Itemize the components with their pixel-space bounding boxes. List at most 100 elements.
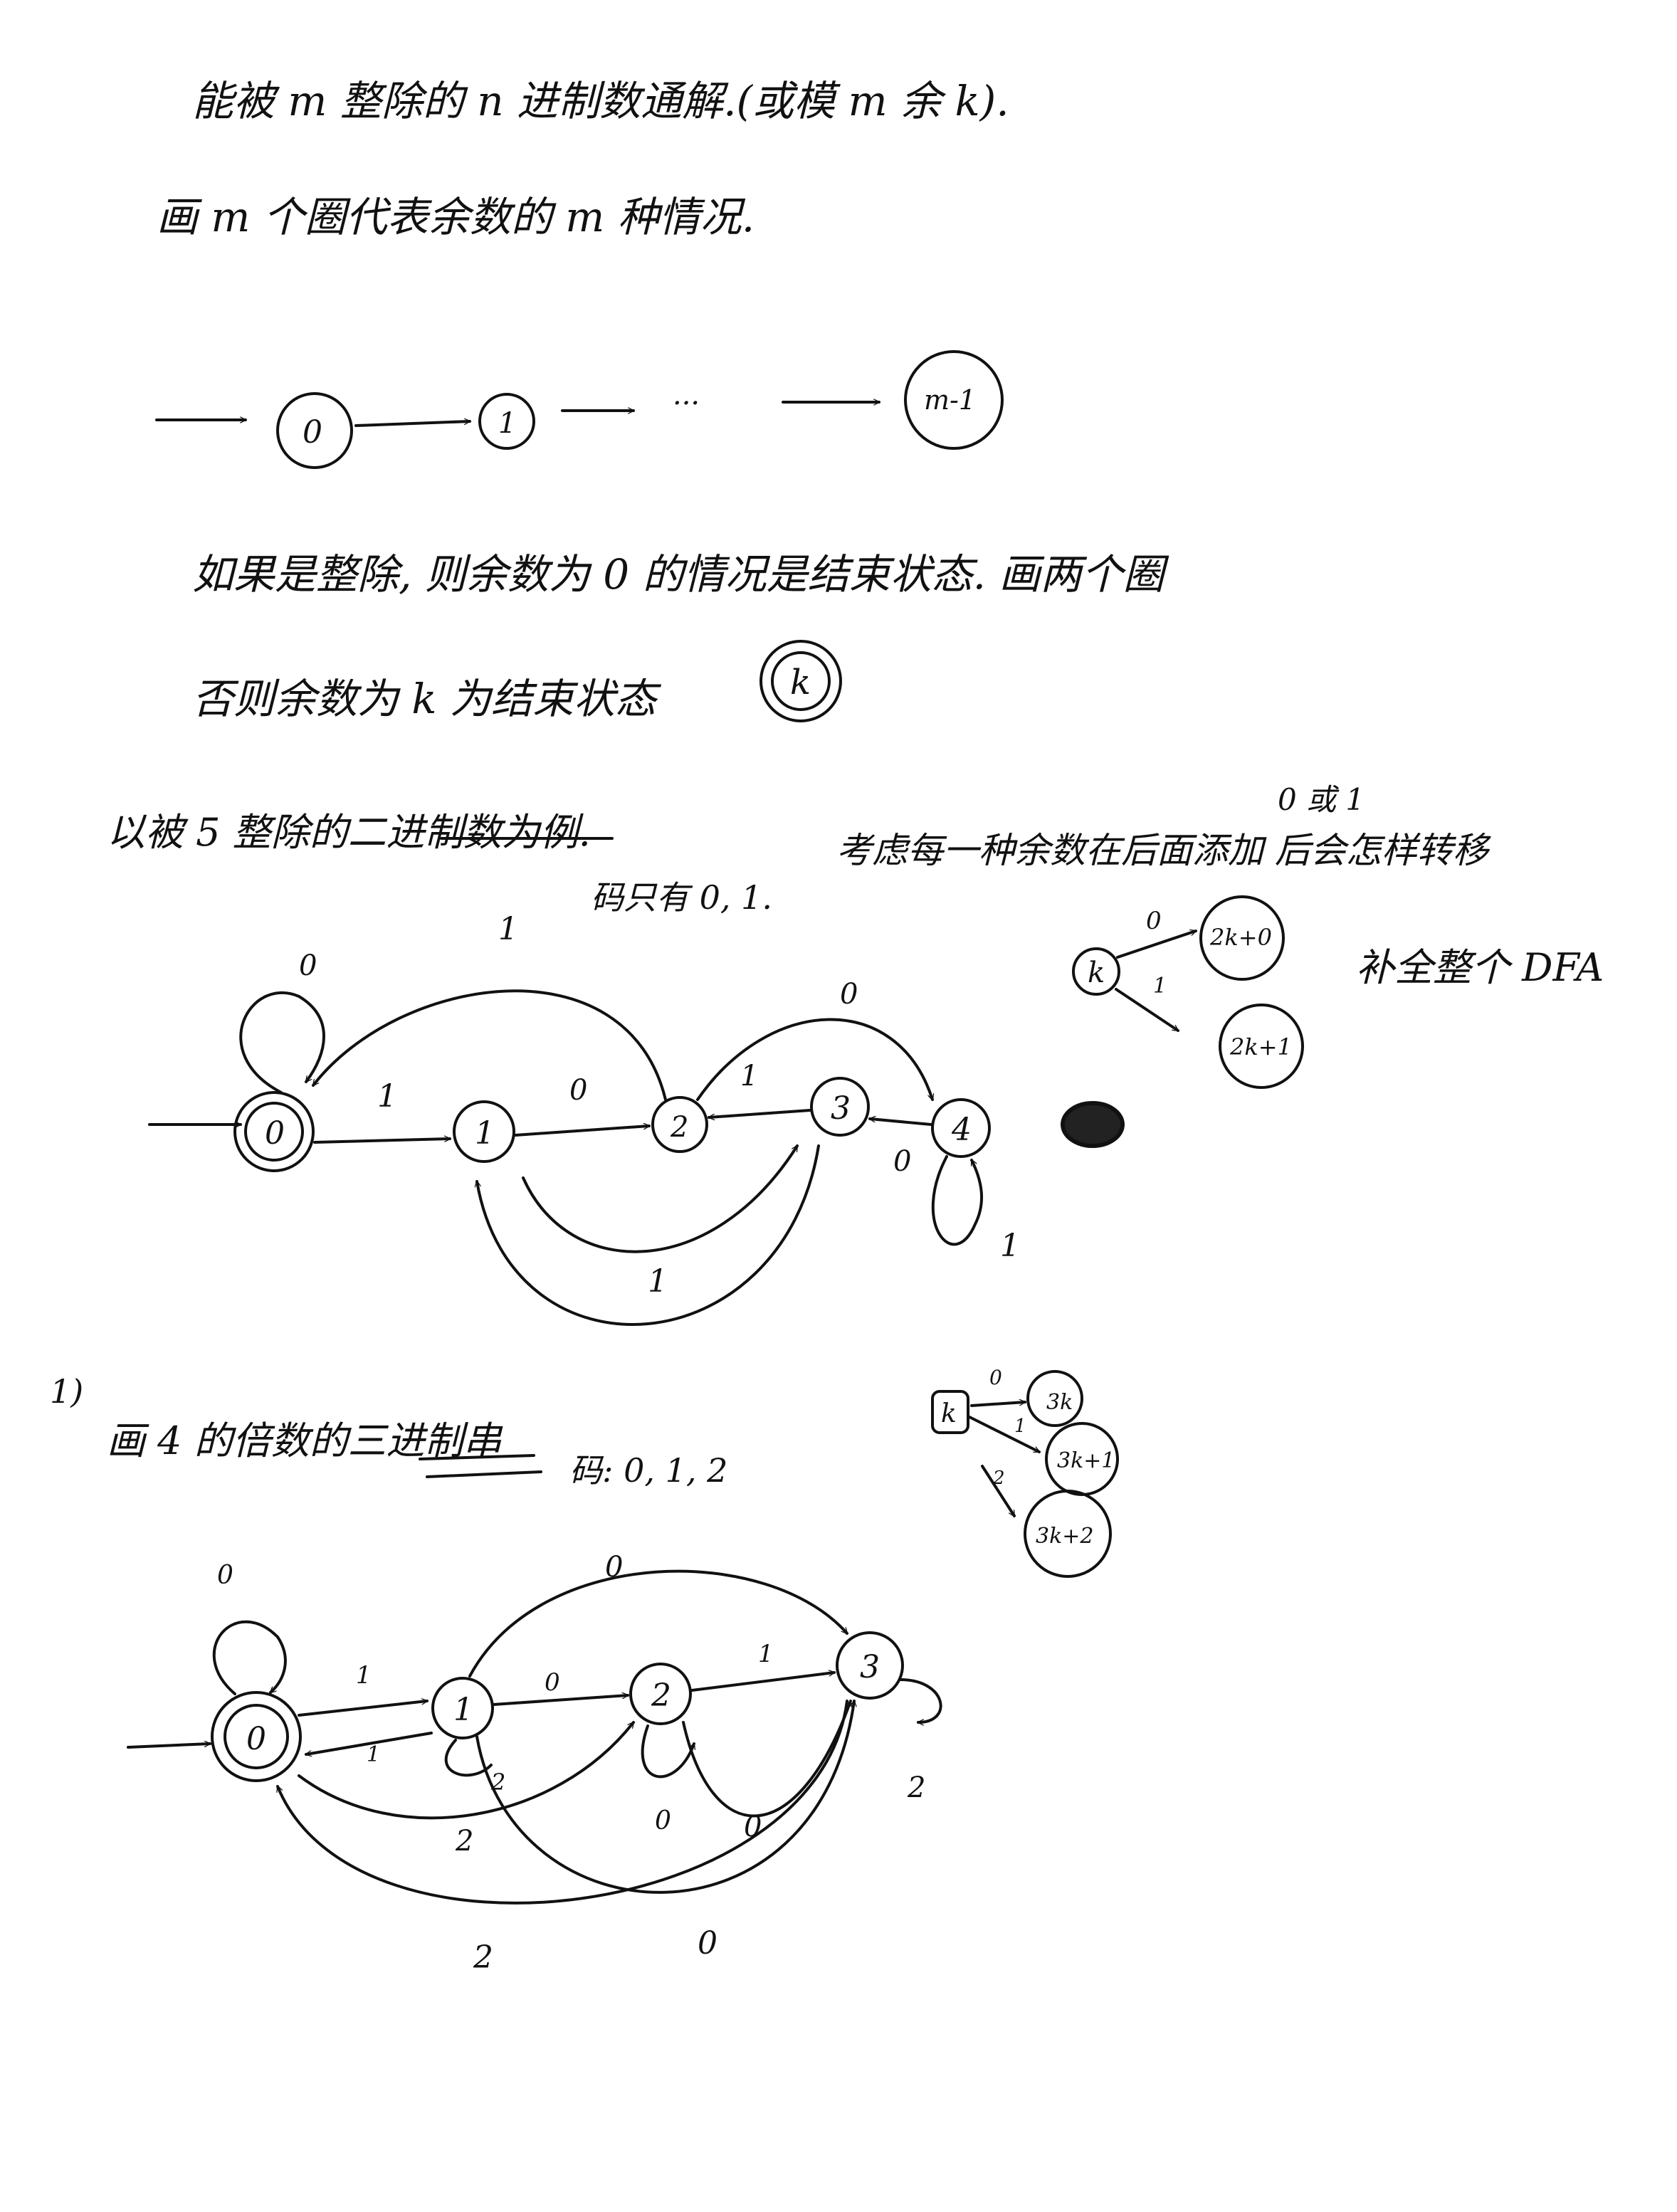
dfa1-edge-label-2-0: 1 <box>498 911 518 947</box>
note-draw-m-circles: 画 m 个圈代表余数的 m 种情况. <box>157 193 755 241</box>
dfa-ternary-div4 <box>127 1569 942 1905</box>
dfa2-edge-0-0 <box>212 1620 287 1695</box>
dfa2-state-0-inner <box>224 1704 289 1769</box>
dfa1-edge-label-4-4: 1 <box>1000 1228 1020 1264</box>
dfa2-edge-label-2-3: 1 <box>758 1640 774 1668</box>
note-ternary-div4: 画 4 的倍数的三进制串 <box>107 1418 502 1463</box>
dfa2-state-0-outer <box>211 1691 302 1782</box>
dfa1-edge-0-0 <box>239 991 325 1094</box>
chain-label-m-1: m-1 <box>924 384 976 416</box>
dfa1-edge-label-2-4: 0 <box>840 978 858 1011</box>
dfa1-edge-label-4-3: 0 <box>893 1145 911 1178</box>
note-complete-dfa: 补全整个 DFA <box>1356 945 1604 990</box>
dfa1-state-label-1: 1 <box>475 1115 495 1152</box>
dfa2-state-3 <box>836 1631 904 1700</box>
note-alphabet-ternary: 码: 0, 1, 2 <box>569 1451 728 1490</box>
dfa2-edge-1-1 <box>444 1739 493 1777</box>
dfa2-edge-label-0-2: 2 <box>455 1825 473 1858</box>
dfa2-state-label-2: 2 <box>651 1678 671 1714</box>
dfa1-state-2 <box>651 1096 708 1153</box>
mini1-edge-label-1: 1 <box>1153 974 1167 999</box>
dfa2-edge-2-3b <box>682 1701 851 1818</box>
dfa1-state-0-inner <box>244 1102 304 1162</box>
mini2-arrow-2 <box>981 1465 1016 1517</box>
dfa1-edge-3-1 <box>477 1144 820 1326</box>
mini2-target-3k2 <box>1024 1490 1112 1578</box>
mini-transition-binary <box>1072 895 1304 1089</box>
dfa2-edge-1-0 <box>305 1732 433 1754</box>
note-binary-div5-example: 以被 5 整除的二进制数为例. <box>107 810 591 855</box>
dfa1-state-4 <box>931 1098 991 1158</box>
dfa1-state-label-0: 0 <box>265 1115 285 1152</box>
mini-transition-ternary <box>931 1370 1119 1578</box>
dfa2-edge-label-1-3b: 0 <box>698 1925 717 1961</box>
chain-state-1 <box>478 393 535 450</box>
underline-ternary <box>419 1454 542 1478</box>
note-consider-transitions: 考虑每一种余数在后面添加 后会怎样转移 <box>836 830 1488 871</box>
mini2-state-k <box>931 1390 969 1434</box>
mini2-target-label-3k1: 3k+1 <box>1057 1448 1115 1473</box>
dfa2-state-2 <box>629 1663 692 1725</box>
dfa2-edge-label-3-0: 2 <box>473 1939 493 1976</box>
dfa1-state-0-outer <box>233 1091 315 1172</box>
mini2-edge-label-2: 2 <box>992 1468 1005 1489</box>
dfa1-edge-label-0-1: 1 <box>377 1078 397 1115</box>
dfa2-edge-1-3b <box>475 1700 854 1894</box>
dfa1-edge-3-2 <box>708 1109 811 1117</box>
note-0-or-1: 0 或 1 <box>1278 782 1365 817</box>
chain-arrow-0-1 <box>354 421 471 427</box>
mini1-target-label-2k1: 2k+1 <box>1229 1033 1292 1060</box>
dfa1-edge-4-4 <box>931 1155 984 1246</box>
scribble-mark <box>1061 1101 1125 1148</box>
mini1-label-k: k <box>1088 957 1105 989</box>
dfa1-state-label-2: 2 <box>670 1111 688 1144</box>
mini2-edge-label-0: 0 <box>989 1366 1002 1389</box>
mini1-target-2k1 <box>1219 1004 1304 1089</box>
dfa1-edge-2-0 <box>312 989 667 1101</box>
dfa1-edge-label-3-2: 1 <box>740 1060 758 1092</box>
dfa2-edge-label-1-3: 0 <box>605 1551 623 1584</box>
dfa1-state-label-3: 3 <box>831 1090 851 1127</box>
note-title: 能被 m 整除的 n 进制数通解.(或模 m 余 k). <box>192 77 1009 125</box>
dfa2-edge-label-0-1: 1 <box>356 1661 372 1690</box>
dfa2-edge-1-2 <box>492 1695 629 1706</box>
note-exercise-number: 1) <box>50 1372 84 1411</box>
dfa1-edge-label-1-2: 0 <box>569 1074 587 1107</box>
mini2-target-3k <box>1026 1370 1083 1427</box>
accept-state-k <box>759 640 842 722</box>
dfa2-edge-label-2-2: 0 <box>655 1806 671 1836</box>
dfa2-edge-3-3 <box>899 1678 942 1722</box>
dfa2-edge-label-3-3: 2 <box>907 1771 925 1804</box>
chain-label-1: 1 <box>498 407 516 440</box>
mini2-arrow-0 <box>970 1402 1026 1407</box>
state-chain-diagram <box>155 350 1004 469</box>
dfa1-state-1 <box>453 1100 515 1163</box>
diagram-labels: 0 1 ··· m-1 k k 0 1 2k+0 2k+1 0 1 2 3 4 … <box>217 384 1292 1976</box>
dfa1-edge-label-0-0: 0 <box>299 949 317 982</box>
dfa2-edge-label-1-2: 0 <box>545 1668 560 1697</box>
accept-label-k: k <box>790 663 811 702</box>
dfa2-edge-0-1 <box>298 1701 429 1717</box>
dfa1-edge-1-2 <box>514 1126 651 1137</box>
mini1-edge-label-0: 0 <box>1146 907 1162 935</box>
mini2-target-label-3k2: 3k+2 <box>1036 1524 1094 1549</box>
mini2-arrow-1 <box>967 1415 1039 1453</box>
mini2-label-k: k <box>941 1399 957 1428</box>
mini1-target-label-2k: 2k+0 <box>1209 924 1272 951</box>
mini2-target-label-3k: 3k <box>1046 1390 1073 1415</box>
dfa2-edge-label-2-3b: 0 <box>744 1811 762 1843</box>
dfa2-edge-1-3 <box>468 1569 848 1678</box>
note-divisible-case: 如果是整除, 则余数为 0 的情况是结束状态. 画两个圈 <box>192 550 1165 599</box>
chain-ellipsis: ··· <box>673 387 700 420</box>
dfa2-edge-label-1-0: 1 <box>367 1742 380 1767</box>
dfa1-state-label-4: 4 <box>951 1112 972 1148</box>
note-remainder-k-case: 否则余数为 k 为结束状态 <box>192 675 657 723</box>
chain-label-0: 0 <box>303 414 322 451</box>
dfa2-edge-label-1-1: 2 <box>490 1769 505 1796</box>
dfa2-edge-2-2 <box>641 1724 694 1779</box>
dfa1-edge-1-3 <box>522 1144 799 1253</box>
dfa2-start-arrow <box>127 1744 211 1749</box>
dfa1-edge-label-1-3: 1 <box>648 1263 668 1300</box>
dfa2-state-label-1: 1 <box>453 1692 473 1728</box>
